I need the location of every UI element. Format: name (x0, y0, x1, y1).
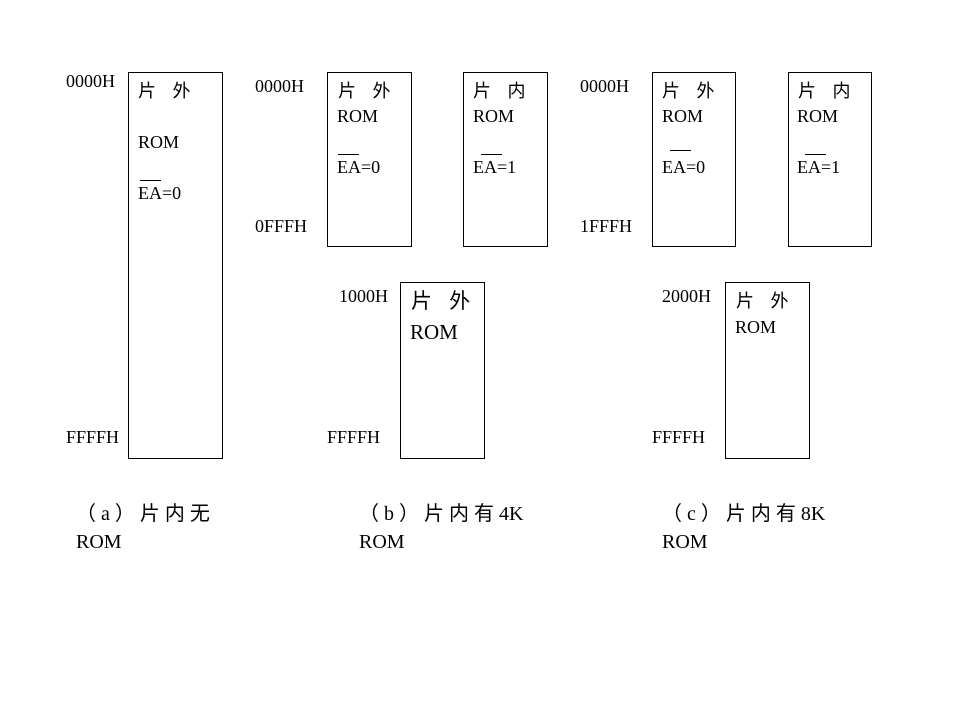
diagram-c-address-2000: 2000H (662, 286, 711, 306)
diagram-b-int-ea-overbar (481, 154, 502, 155)
diagram-a-address-top: 0000H (66, 71, 115, 91)
caption-c-line2: ROM (662, 531, 708, 553)
caption-b-line1: （ b ） 片 内 有 4K (359, 503, 524, 525)
caption-c: （ c ） 片 内 有 8K ROM (662, 500, 825, 556)
diagram-c-int-rom: ROM (797, 106, 839, 126)
diagram-b-address-1000: 1000H (339, 286, 388, 306)
diagram-c-address-top: 0000H (580, 76, 629, 96)
diagram-a-address-bottom: FFFFH (66, 427, 120, 447)
diagram-c-lower-title: 片 外 (736, 291, 795, 311)
diagram-b-lower-external-rom-box (400, 282, 485, 459)
diagram-a-ea-overbar (140, 180, 161, 181)
diagram-b-ext-rom: ROM (337, 106, 379, 126)
diagram-b-ext-ea-overbar (338, 154, 359, 155)
caption-a-line1: （ a ） 片 内 无 (76, 503, 210, 525)
diagram-b-int-rom: ROM (473, 106, 515, 126)
caption-a-line2: ROM (76, 531, 122, 553)
diagram-b-int-ea: EA=1 (473, 157, 517, 177)
diagram-b-ext-ea: EA=0 (337, 157, 381, 177)
diagram-b-lower-title: 片 外 (411, 289, 477, 313)
diagram-c-address-mid: 1FFFH (580, 216, 633, 236)
diagram-b-address-top: 0000H (255, 76, 304, 96)
diagram-b-address-mid: 0FFFH (255, 216, 308, 236)
diagram-b-external-rom-box (327, 72, 412, 247)
diagram-c-internal-rom-box (788, 72, 872, 247)
diagram-b-int-title: 片 内 (473, 81, 532, 101)
diagram-c-lower-rom: ROM (735, 317, 777, 337)
caption-b-line2: ROM (359, 531, 405, 553)
diagram-c-int-ea: EA=1 (797, 157, 841, 177)
diagram-c-int-title: 片 内 (798, 81, 857, 101)
diagram-c-address-bottom: FFFFH (652, 427, 706, 447)
diagram-b-internal-rom-box (463, 72, 548, 247)
diagram-a-external-rom-box (128, 72, 223, 459)
diagram-c-external-rom-box (652, 72, 736, 247)
caption-c-line1: （ c ） 片 内 有 8K (662, 503, 826, 525)
diagram-a-box-ea: EA=0 (138, 183, 182, 203)
diagram-c-int-ea-overbar (805, 154, 826, 155)
caption-a: （ a ） 片 内 无 ROM (76, 500, 210, 556)
diagram-c-ext-title: 片 外 (662, 81, 721, 101)
caption-b: （ b ） 片 内 有 4K ROM (359, 500, 523, 556)
diagram-b-ext-title: 片 外 (338, 81, 397, 101)
diagram-c-ext-ea: EA=0 (662, 157, 706, 177)
diagram-c-lower-external-rom-box (725, 282, 810, 459)
diagram-c-ext-ea-overbar (670, 150, 691, 151)
diagram-b-lower-rom: ROM (410, 320, 458, 344)
diagram-a-box-rom: ROM (138, 132, 180, 152)
diagram-b-address-bottom: FFFFH (327, 427, 381, 447)
diagram-a-box-title: 片 外 (138, 81, 197, 101)
diagram-c-ext-rom: ROM (662, 106, 704, 126)
